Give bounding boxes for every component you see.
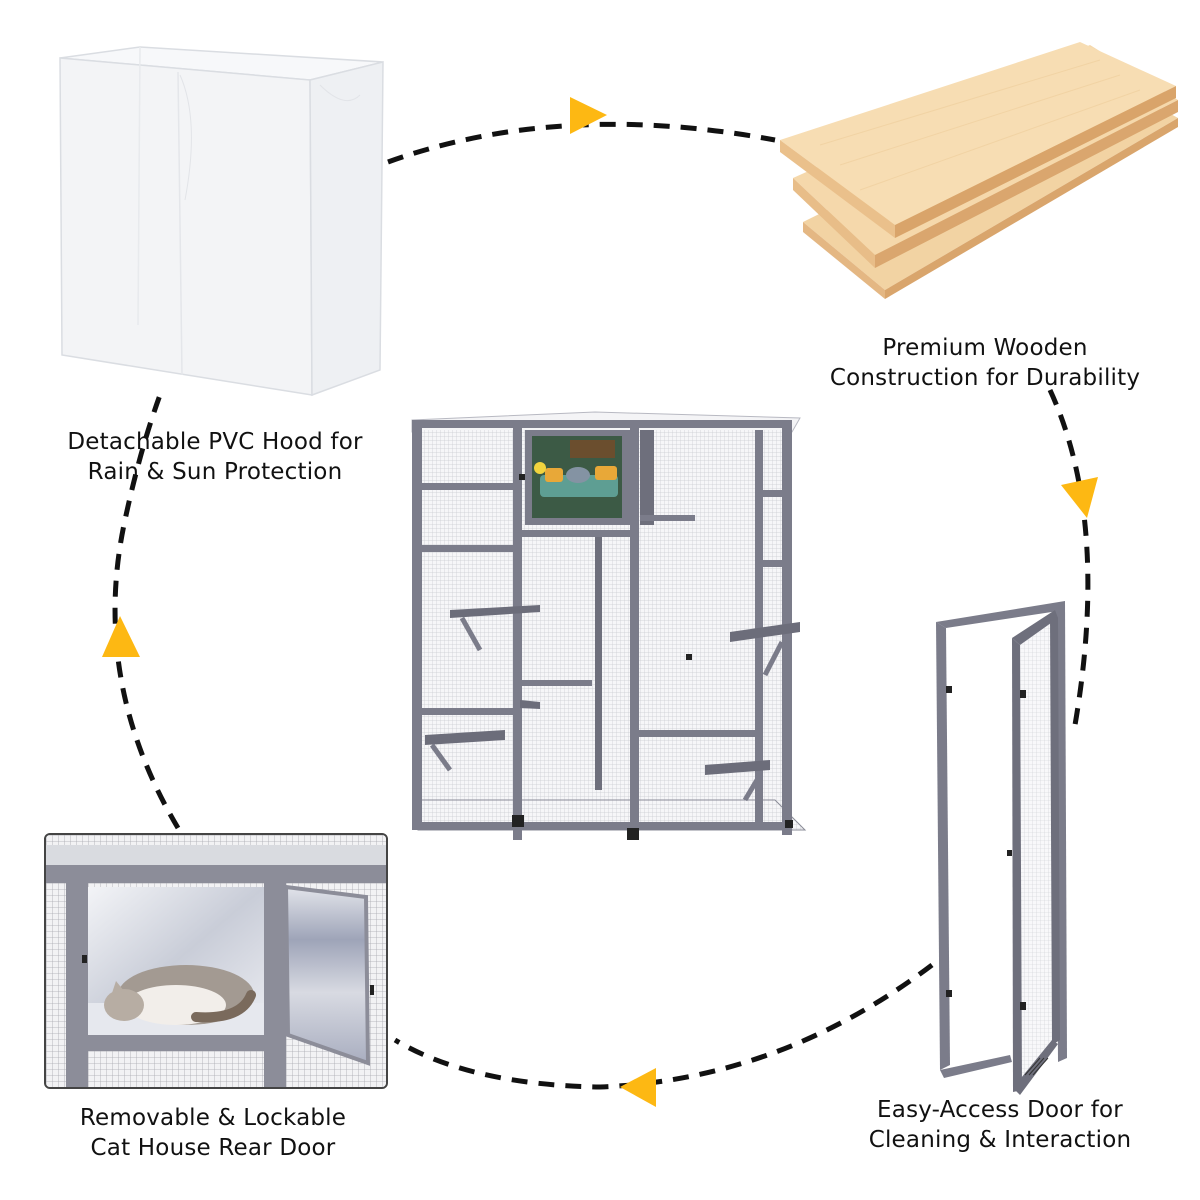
- caption-pvc-hood: Detachable PVC Hood for Rain & Sun Prote…: [30, 427, 400, 487]
- cat-house-inset: [44, 833, 388, 1089]
- caption-door: Easy-Access Door for Cleaning & Interact…: [825, 1095, 1175, 1155]
- caption-line: Rain & Sun Protection: [87, 459, 343, 485]
- caption-line: Detachable PVC Hood for: [67, 429, 363, 455]
- caption-line: Premium Wooden: [882, 335, 1088, 361]
- cat-house-icon: [46, 835, 386, 1087]
- caption-cat-house: Removable & Lockable Cat House Rear Door: [38, 1103, 388, 1163]
- caption-line: Cleaning & Interaction: [868, 1127, 1132, 1153]
- caption-line: Construction for Durability: [829, 365, 1141, 391]
- caption-line: Cat House Rear Door: [90, 1135, 336, 1161]
- caption-line: Removable & Lockable: [79, 1105, 347, 1131]
- caption-line: Easy-Access Door for: [877, 1097, 1123, 1123]
- caption-wood: Premium Wooden Construction for Durabili…: [795, 333, 1175, 393]
